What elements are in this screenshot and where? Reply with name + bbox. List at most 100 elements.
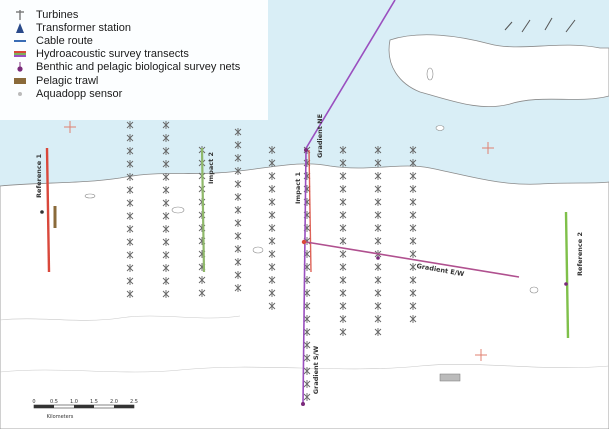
gradient-ne-line[interactable]: [304, 0, 396, 151]
survey-net-marker: [304, 148, 308, 152]
legend-item-pelagic-trawl: Pelagic trawl: [10, 74, 268, 87]
turbine-marker: [126, 238, 134, 246]
turbine-marker: [339, 146, 347, 154]
reference2-transect[interactable]: [564, 211, 570, 339]
legend-label: Benthic and pelagic biological survey ne…: [36, 61, 241, 74]
turbine-marker: [162, 147, 170, 155]
survey-net-icon: [10, 61, 30, 73]
gradient-ne-label: Gradient NE: [316, 114, 324, 158]
reference1-transect[interactable]: [45, 147, 51, 273]
turbine-marker: [268, 185, 276, 193]
turbine-marker: [234, 271, 242, 279]
turbine-marker: [198, 276, 206, 284]
trawl-icon: [10, 75, 30, 87]
turbine-marker: [374, 185, 382, 193]
legend-label: Cable route: [36, 34, 93, 47]
turbine-marker: [339, 302, 347, 310]
island: [435, 125, 445, 131]
legend-item-aquadopp: Aquadopp sensor: [10, 87, 268, 100]
turbine-marker: [409, 302, 417, 310]
scale-tick-label: 0.5: [50, 399, 58, 405]
impact1-transect[interactable]: [308, 149, 312, 273]
turbine-marker: [234, 245, 242, 253]
hydroacoustic-icon: [10, 48, 30, 60]
turbine-marker: [162, 212, 170, 220]
legend-item-cable-route: Cable route: [10, 34, 268, 47]
reference1-label: Reference 1: [35, 154, 43, 198]
turbine-marker: [268, 289, 276, 297]
turbine-marker: [409, 276, 417, 284]
survey-net-marker: [376, 256, 380, 260]
turbine-marker: [162, 173, 170, 181]
turbine-marker: [268, 224, 276, 232]
transformer-icon: [10, 22, 30, 34]
turbine-marker: [303, 341, 311, 349]
turbine-marker: [268, 198, 276, 206]
turbine-marker: [339, 224, 347, 232]
cable-route-icon: [10, 35, 30, 47]
land-patch-north: [388, 34, 609, 107]
turbine-marker: [374, 263, 382, 271]
turbine-icon: [10, 9, 30, 21]
turbine-marker: [374, 198, 382, 206]
turbine-marker: [409, 224, 417, 232]
turbine-marker: [374, 289, 382, 297]
legend-label: Hydroacoustic survey transects: [36, 48, 189, 61]
turbine-marker: [409, 263, 417, 271]
survey-net-marker: [301, 239, 307, 245]
turbine-marker: [234, 258, 242, 266]
island: [171, 206, 185, 214]
turbine-marker: [126, 121, 134, 129]
turbine-marker: [339, 237, 347, 245]
impact1-label: Impact 1: [294, 172, 302, 204]
turbine-marker: [303, 302, 311, 310]
turbine-marker: [268, 302, 276, 310]
turbine-marker: [126, 290, 134, 298]
turbine-marker: [409, 289, 417, 297]
turbine-marker: [126, 225, 134, 233]
turbine-marker: [339, 159, 347, 167]
gradient-e-line[interactable]: [305, 241, 520, 278]
impact2-transect[interactable]: [200, 147, 206, 273]
turbine-marker: [268, 159, 276, 167]
turbine-marker: [234, 206, 242, 214]
turbine-marker: [234, 180, 242, 188]
turbine-marker: [409, 146, 417, 154]
legend-item-turbines: Turbines: [10, 8, 268, 21]
turbine-marker: [303, 354, 311, 362]
turbine-marker: [409, 237, 417, 245]
turbine-marker: [374, 328, 382, 336]
legend-item-hydroacoustic: Hydroacoustic survey transects: [10, 48, 268, 61]
turbine-marker: [162, 238, 170, 246]
turbine-marker: [374, 237, 382, 245]
turbine-marker: [268, 250, 276, 258]
impact2-label: Impact 2: [207, 152, 215, 184]
gradient-trunk[interactable]: [302, 149, 307, 405]
coast-marks: [504, 17, 576, 33]
aquadopp-marker: [40, 210, 44, 214]
turbine-marker: [126, 199, 134, 207]
turbine-marker: [339, 250, 347, 258]
turbine-marker: [126, 277, 134, 285]
legend-label: Turbines: [36, 8, 79, 21]
turbine-marker: [162, 277, 170, 285]
turbine-marker: [126, 264, 134, 272]
turbine-marker: [126, 186, 134, 194]
turbine-marker: [126, 160, 134, 168]
turbine-marker: [162, 225, 170, 233]
legend-label: Transformer station: [36, 21, 131, 34]
legend-label: Pelagic trawl: [36, 74, 99, 87]
gradient-sw-label: Gradient S/W: [312, 346, 320, 394]
turbine-marker: [234, 219, 242, 227]
turbine-marker: [126, 147, 134, 155]
turbine-marker: [339, 276, 347, 284]
turbine-marker: [374, 146, 382, 154]
turbine-marker: [162, 186, 170, 194]
survey-net-marker: [564, 282, 568, 286]
turbine-marker: [268, 146, 276, 154]
scale-tick-label: 1.0: [70, 399, 78, 405]
turbine-marker: [409, 159, 417, 167]
turbine-marker: [198, 289, 206, 297]
turbine-marker: [126, 251, 134, 259]
